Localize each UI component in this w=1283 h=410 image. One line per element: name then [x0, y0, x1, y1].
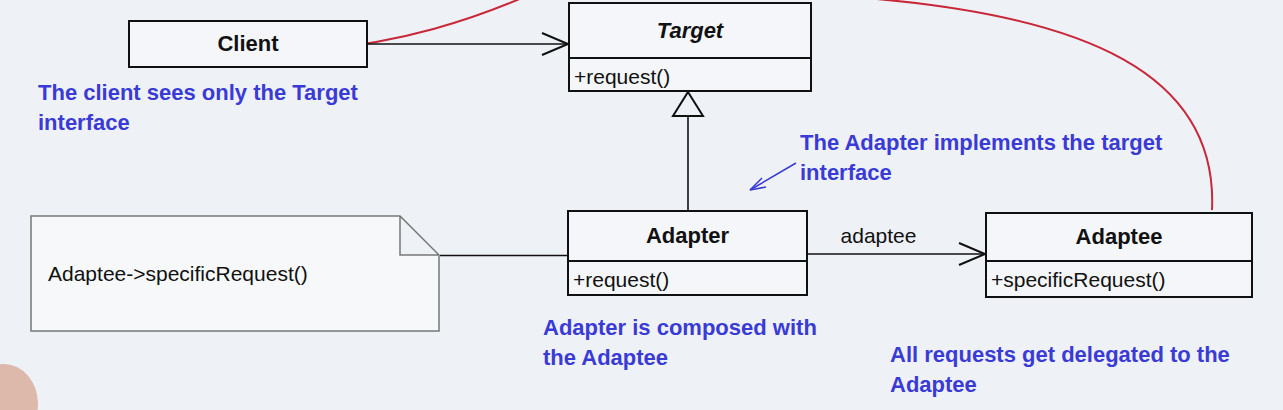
operation-compartment: +request() — [570, 57, 810, 90]
operation-compartment: +specificRequest() — [987, 260, 1251, 296]
class-name: Target — [657, 18, 723, 44]
leader-arrowhead — [750, 178, 766, 190]
connector-line — [808, 253, 985, 255]
class-box: Adaptee +specificRequest() — [985, 212, 1253, 298]
connector — [440, 255, 567, 256]
note-box: Adaptee->specificRequest() — [30, 215, 440, 332]
open-arrowhead — [542, 33, 568, 55]
connector — [673, 92, 703, 210]
class-name-compartment: Adaptee — [987, 214, 1251, 260]
note-border — [31, 216, 439, 331]
leader-line — [750, 163, 796, 190]
class-name: Adapter — [646, 223, 729, 249]
annotation-text: All requests get delegated to the Adapte… — [890, 340, 1245, 400]
operation-compartment: +request() — [569, 260, 806, 294]
annotation-text: The client sees only the Target interfac… — [38, 78, 368, 138]
connector-line — [368, 43, 568, 45]
edge-label: adaptee — [838, 224, 920, 248]
note-text: Adaptee->specificRequest() — [48, 262, 308, 286]
open-arrowhead — [959, 243, 985, 265]
operation-text: +request() — [574, 65, 670, 89]
operation-text: +request() — [573, 268, 669, 292]
presenter-hand — [0, 364, 38, 410]
class-name-compartment: Adapter — [569, 212, 806, 260]
connector-line — [440, 255, 567, 257]
connector-line — [687, 116, 689, 210]
class-name: Adaptee — [1076, 224, 1163, 250]
operation-text: +specificRequest() — [991, 268, 1166, 292]
annotation-text: The Adapter implements the target interf… — [800, 128, 1195, 188]
class-box: Target +request() — [568, 2, 812, 92]
connector — [368, 33, 568, 55]
class-name: Client — [217, 31, 278, 57]
inheritance-arrowhead — [673, 92, 703, 116]
annotation-text: Adapter is composed with the Adaptee — [543, 313, 838, 373]
class-name-compartment: Target — [570, 4, 810, 57]
class-box: Adapter +request() — [567, 210, 808, 296]
class-box: Client — [128, 20, 368, 68]
